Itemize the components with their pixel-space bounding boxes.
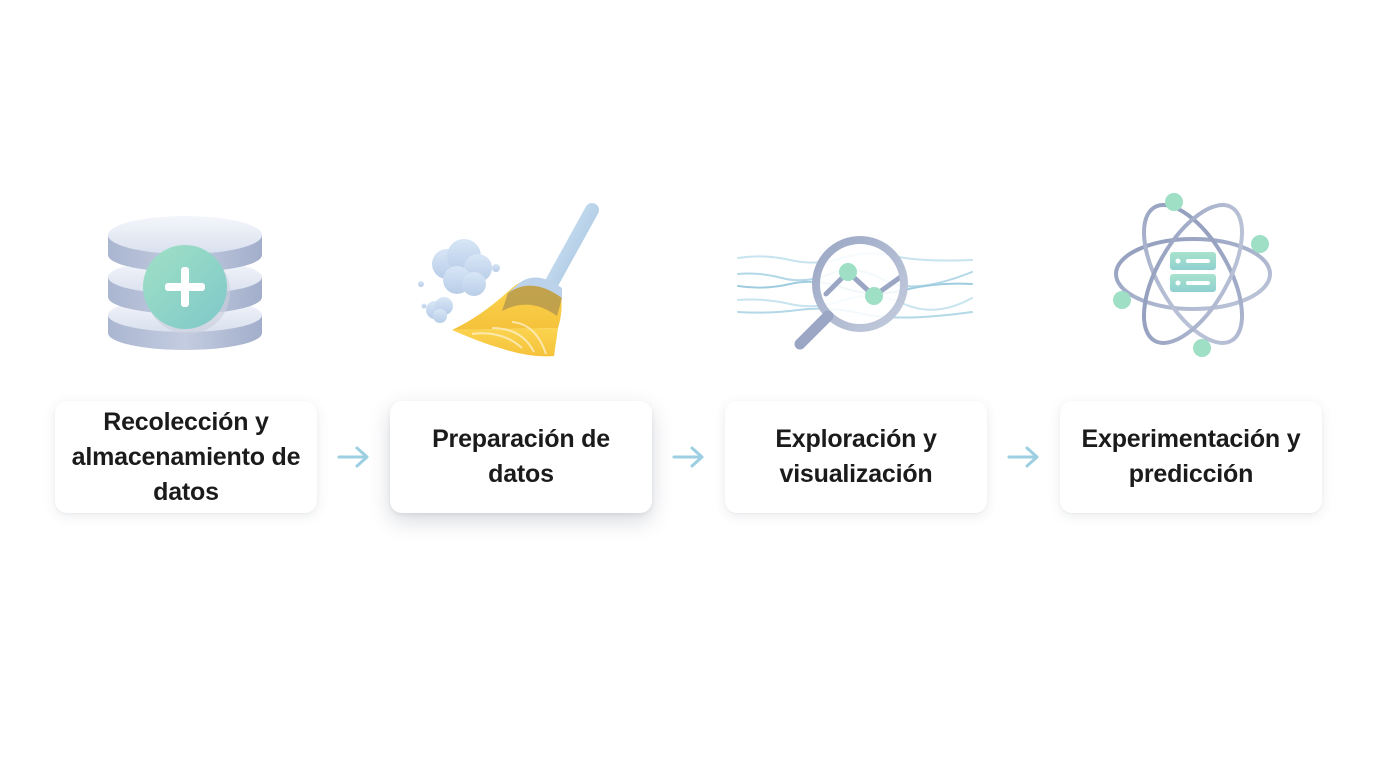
step-label: Exploración y visualización <box>775 425 937 488</box>
atom-server-icon <box>1113 193 1272 357</box>
step-label: Experimentación y predicción <box>1081 425 1301 488</box>
broom-icon <box>418 203 599 357</box>
magnifier-chart-icon <box>737 236 973 350</box>
arrow-right-icon <box>672 446 704 468</box>
arrow-right-icon <box>1007 446 1039 468</box>
step-card-exploration: Exploración y visualización <box>725 401 987 513</box>
step-card-experimentation: Experimentación y predicción <box>1060 401 1322 513</box>
step-card-preparation: Preparación de datos <box>390 401 652 513</box>
database-add-icon <box>108 216 262 350</box>
arrow-right-icon <box>337 446 369 468</box>
step-label: Preparación de datos <box>432 425 610 488</box>
step-card-collection: Recolección y almacenamiento de datos <box>55 401 317 513</box>
step-label: Recolección y almacenamiento de datos <box>71 407 301 506</box>
